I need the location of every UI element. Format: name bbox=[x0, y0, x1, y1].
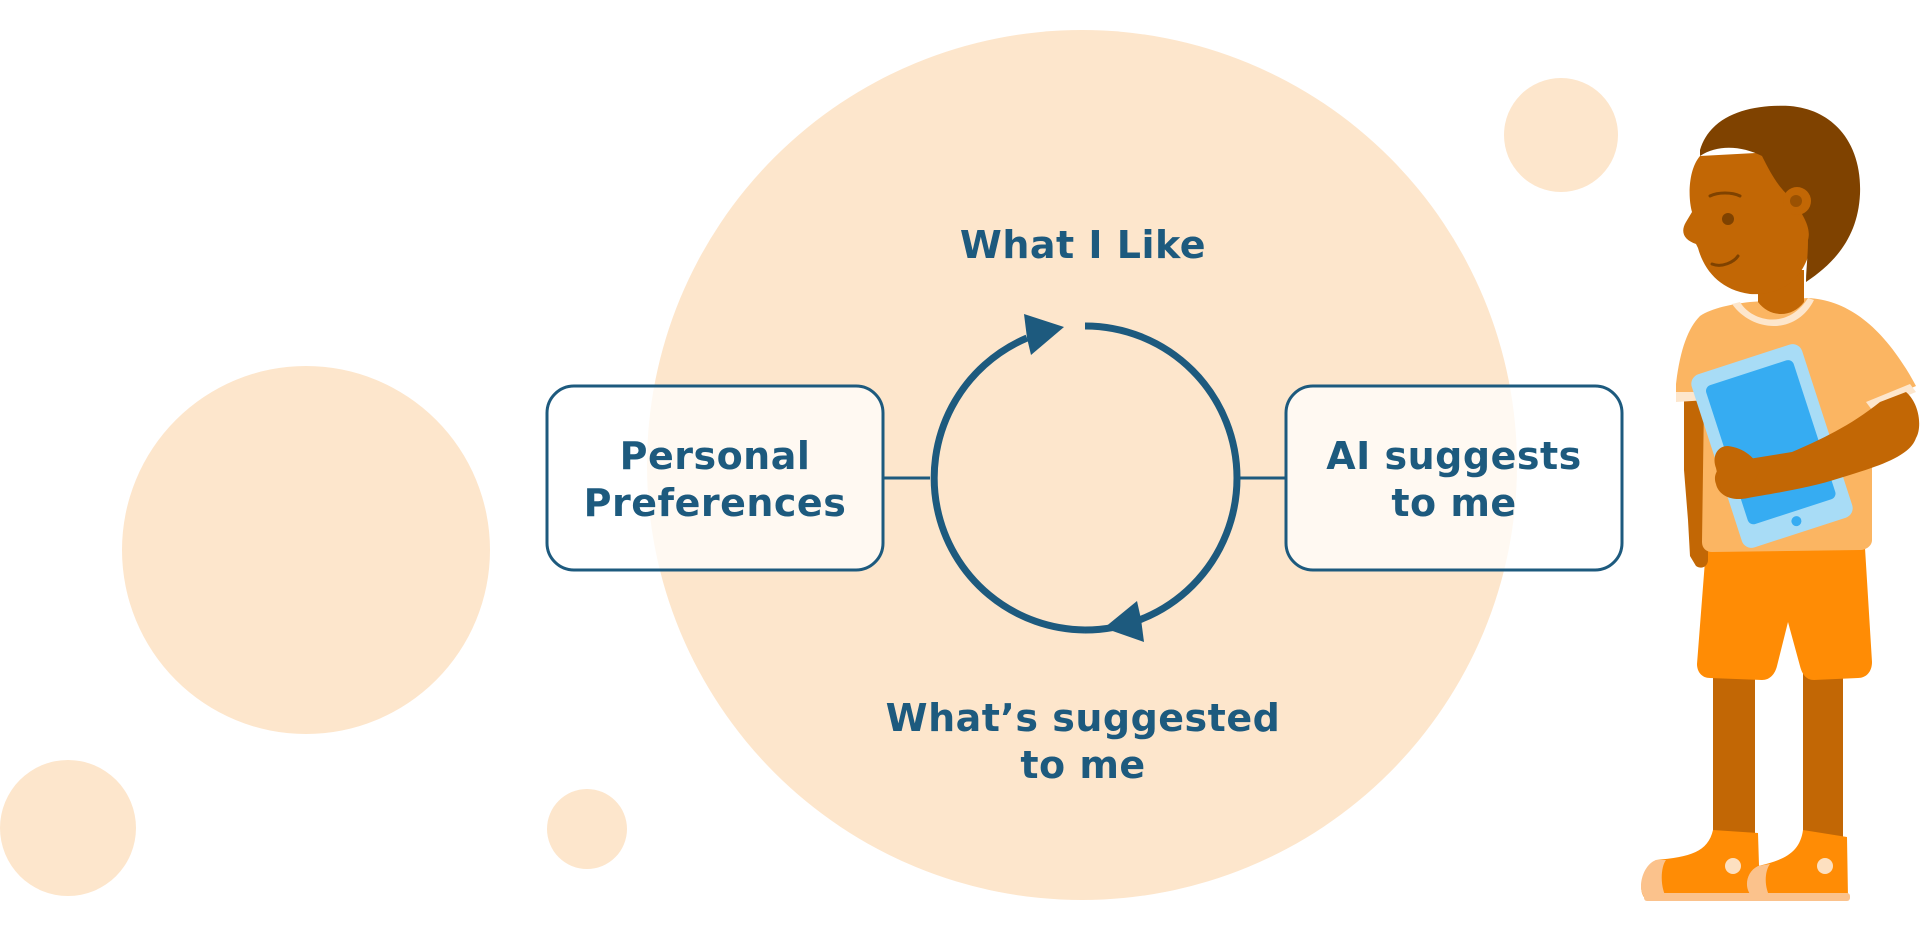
hand bbox=[1714, 446, 1760, 498]
smile bbox=[1710, 254, 1740, 267]
left-box-line-1: Personal bbox=[620, 434, 811, 478]
left-shoe-toe bbox=[1641, 860, 1668, 900]
lower-arc-arrow-icon bbox=[930, 334, 1086, 634]
small-bubble bbox=[547, 789, 627, 869]
upper-arc-arrow-icon bbox=[1084, 322, 1241, 634]
background-bubbles bbox=[0, 30, 1618, 900]
shirt-collar bbox=[1732, 298, 1814, 326]
bottom-label-line-2: to me bbox=[1020, 743, 1145, 787]
cycle-arrows-icon bbox=[930, 314, 1241, 642]
right-leg bbox=[1803, 665, 1843, 845]
eye bbox=[1722, 213, 1734, 225]
eyebrow bbox=[1708, 191, 1742, 198]
back-arm bbox=[1684, 388, 1708, 568]
right-box-line-2: to me bbox=[1391, 481, 1516, 525]
right-box-frame bbox=[1284, 384, 1624, 572]
large-bubble bbox=[647, 30, 1517, 900]
left-box-frame bbox=[545, 384, 885, 572]
shoe-soles bbox=[1644, 893, 1850, 901]
right-shoe-toe bbox=[1746, 864, 1772, 900]
ai-suggests-box: AI suggests to me bbox=[1284, 384, 1624, 572]
top-label: What I Like bbox=[960, 223, 1206, 267]
left-leg bbox=[1713, 665, 1755, 845]
right-shoe-eyelet bbox=[1817, 858, 1833, 874]
left-bubble bbox=[122, 366, 490, 734]
front-arm bbox=[1714, 392, 1920, 500]
ear-inner bbox=[1790, 195, 1802, 207]
right-shoe bbox=[1746, 830, 1848, 900]
bottom-label-line-1: What’s suggested bbox=[886, 696, 1281, 740]
shoes bbox=[1641, 830, 1850, 901]
personal-preferences-box: Personal Preferences bbox=[545, 384, 885, 572]
left-box-line-2: Preferences bbox=[584, 481, 847, 525]
corner-bubble bbox=[0, 760, 136, 896]
tablet-home-button bbox=[1791, 516, 1802, 527]
child-illustration bbox=[1641, 105, 1920, 901]
left-shoe bbox=[1641, 830, 1760, 900]
top-right-bubble bbox=[1504, 78, 1618, 192]
left-shoe-eyelet bbox=[1725, 858, 1741, 874]
right-box-line-1: AI suggests bbox=[1326, 434, 1582, 478]
shorts bbox=[1697, 548, 1872, 680]
bottom-arrowhead-icon bbox=[1104, 601, 1144, 642]
cycle-diagram: What I Like Personal Preferences AI sugg… bbox=[545, 223, 1624, 787]
hair bbox=[1700, 105, 1861, 282]
top-arrowhead-icon bbox=[1024, 314, 1064, 355]
